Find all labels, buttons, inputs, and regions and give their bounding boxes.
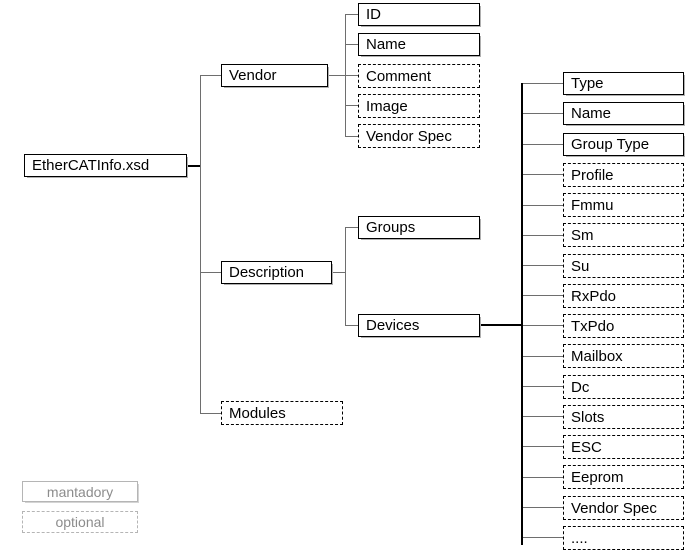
connector-root-spine bbox=[200, 75, 201, 413]
node-label: Group Type bbox=[571, 136, 650, 153]
node-label: Groups bbox=[366, 219, 416, 236]
connector-devices-to-esc bbox=[523, 446, 563, 447]
connector-devices-to-sm bbox=[523, 235, 563, 236]
node-label: Image bbox=[366, 97, 408, 115]
connector-devices-to-group-type bbox=[523, 144, 563, 145]
node-device-txpdo[interactable]: TxPdo bbox=[563, 314, 684, 338]
node-label: Mailbox bbox=[571, 347, 623, 365]
node-label: Name bbox=[571, 105, 612, 122]
connector-devices-to-txpdo bbox=[523, 325, 563, 326]
node-label: Vendor bbox=[229, 67, 277, 84]
node-device-group-type[interactable]: Group Type bbox=[563, 133, 684, 156]
node-vendor-name[interactable]: Name bbox=[358, 33, 480, 56]
connector-root-to-vendor bbox=[200, 75, 222, 76]
node-modules[interactable]: Modules bbox=[221, 401, 343, 425]
connector-vendor-to-comment bbox=[345, 75, 359, 76]
node-label: Slots bbox=[571, 408, 605, 426]
node-label: Modules bbox=[229, 404, 286, 422]
connector-description-to-groups bbox=[345, 227, 359, 228]
node-ethercatinfo-xsd[interactable]: EtherCATInfo.xsd bbox=[24, 154, 187, 177]
connector-devices-to-type bbox=[523, 83, 563, 84]
node-label: Description bbox=[229, 264, 305, 281]
node-label: Eeprom bbox=[571, 468, 624, 486]
node-device-sm[interactable]: Sm bbox=[563, 223, 684, 247]
connector-devices-to-name bbox=[523, 113, 563, 114]
connector-description-spine bbox=[345, 227, 346, 326]
node-device-type[interactable]: Type bbox=[563, 72, 684, 95]
connector-vendor-to-id bbox=[345, 14, 359, 15]
connector-devices-to-rxpdo bbox=[523, 295, 563, 296]
legend-label: optional bbox=[55, 514, 105, 530]
node-vendor[interactable]: Vendor bbox=[221, 64, 328, 87]
connector-devices-to-fmmu bbox=[523, 205, 563, 206]
node-label: Profile bbox=[571, 166, 614, 184]
node-vendor-comment[interactable]: Comment bbox=[358, 64, 480, 88]
node-device-dc[interactable]: Dc bbox=[563, 375, 684, 399]
connector-vendor-stub bbox=[328, 75, 346, 76]
node-device-fmmu[interactable]: Fmmu bbox=[563, 193, 684, 217]
node-description[interactable]: Description bbox=[221, 261, 332, 284]
node-label: Su bbox=[571, 257, 590, 275]
node-vendor-vendor-spec[interactable]: Vendor Spec bbox=[358, 124, 480, 148]
node-devices[interactable]: Devices bbox=[358, 314, 480, 337]
connector-root-stub bbox=[187, 165, 201, 167]
node-device-su[interactable]: Su bbox=[563, 254, 684, 278]
connector-devices-spine bbox=[521, 83, 523, 545]
node-label: .... bbox=[571, 529, 588, 547]
connector-vendor-to-image bbox=[345, 105, 359, 106]
node-groups[interactable]: Groups bbox=[358, 216, 480, 239]
connector-vendor-to-name bbox=[345, 44, 359, 45]
connector-root-to-modules bbox=[200, 413, 222, 414]
node-label: Name bbox=[366, 36, 407, 53]
node-label: EtherCATInfo.xsd bbox=[32, 157, 150, 174]
node-label: Comment bbox=[366, 67, 432, 85]
connector-devices-to-mailbox bbox=[523, 356, 563, 357]
node-device-mailbox[interactable]: Mailbox bbox=[563, 344, 684, 368]
connector-devices-to-su bbox=[523, 265, 563, 266]
connector-vendor-to-vendor-spec bbox=[345, 136, 359, 137]
node-label: Sm bbox=[571, 226, 594, 244]
connector-devices-to-more bbox=[523, 537, 563, 538]
connector-devices-to-profile bbox=[523, 174, 563, 175]
node-label: Type bbox=[571, 75, 604, 92]
connector-description-stub bbox=[332, 272, 346, 273]
node-label: RxPdo bbox=[571, 287, 617, 305]
connector-devices-to-slots bbox=[523, 416, 563, 417]
node-label: Devices bbox=[366, 317, 420, 334]
node-device-eeprom[interactable]: Eeprom bbox=[563, 465, 684, 489]
node-label: TxPdo bbox=[571, 317, 615, 335]
node-device-more[interactable]: .... bbox=[563, 526, 684, 550]
node-label: Vendor Spec bbox=[571, 499, 657, 517]
node-vendor-image[interactable]: Image bbox=[358, 94, 480, 118]
node-label: Dc bbox=[571, 378, 590, 396]
node-device-profile[interactable]: Profile bbox=[563, 163, 684, 187]
connector-devices-to-eeprom bbox=[523, 477, 563, 478]
connector-devices-to-dc bbox=[523, 386, 563, 387]
legend-optional: optional bbox=[22, 511, 138, 533]
legend-label: mantadory bbox=[46, 483, 114, 500]
node-device-slots[interactable]: Slots bbox=[563, 405, 684, 429]
node-device-esc[interactable]: ESC bbox=[563, 435, 684, 459]
node-label: ESC bbox=[571, 438, 602, 456]
node-device-vendor-spec[interactable]: Vendor Spec bbox=[563, 496, 684, 520]
legend-mandatory: mantadory bbox=[22, 481, 138, 502]
node-label: Vendor Spec bbox=[366, 127, 452, 145]
connector-description-to-devices bbox=[345, 325, 359, 326]
node-vendor-id[interactable]: ID bbox=[358, 3, 480, 26]
connector-devices-stub bbox=[480, 324, 523, 326]
node-device-rxpdo[interactable]: RxPdo bbox=[563, 284, 684, 308]
connector-root-to-description bbox=[200, 272, 222, 273]
node-label: ID bbox=[366, 6, 381, 23]
connector-devices-to-vendor-spec bbox=[523, 507, 563, 508]
node-label: Fmmu bbox=[571, 196, 614, 214]
node-device-name[interactable]: Name bbox=[563, 102, 684, 125]
